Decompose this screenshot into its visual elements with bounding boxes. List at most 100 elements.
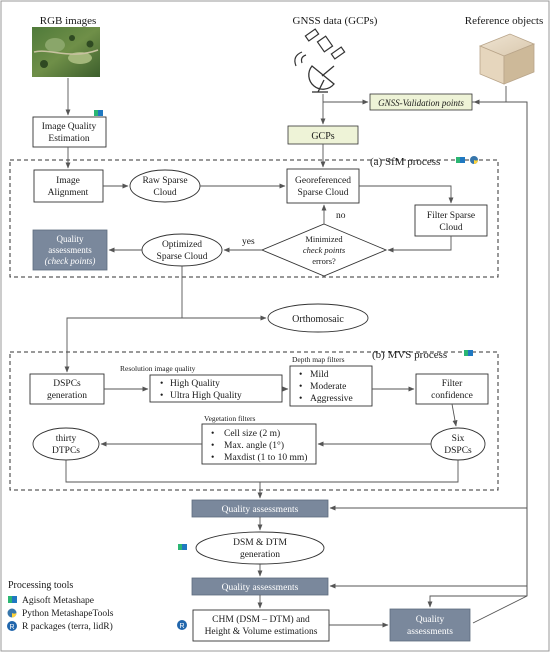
depth-filters-node: • Mild • Moderate • Aggressive [289, 365, 373, 407]
image-alignment-line1: Image [56, 176, 80, 186]
dspcs-gen-line2: generation [47, 391, 87, 401]
quality1-label: Quality assessments [222, 505, 299, 515]
agisoft-icon-mvs [464, 350, 473, 356]
quality3-line2: assessments [407, 627, 453, 637]
resolution-item-2: Ultra High Quality [170, 391, 242, 401]
depth-title: Depth map filters [292, 355, 345, 364]
filter-sparse-node: Filter Sparse Cloud [414, 204, 488, 237]
six-dspcs-node: Six DSPCs [430, 427, 486, 461]
minimized-line1: Minimized [305, 234, 343, 244]
dspcs-generation-node: DSPCs generation [29, 373, 105, 405]
vegetation-title: Vegetation filters [204, 414, 256, 423]
dsm-dtm-line1: DSM & DTM [233, 538, 287, 548]
svg-text:R: R [9, 624, 14, 631]
optimized-sparse-node: Optimized Sparse Cloud [141, 233, 223, 267]
quality-check-node: Quality assessments (check points) [32, 229, 108, 271]
gnss-validation-label: GNSS-Validation points [378, 98, 464, 108]
raw-sparse-node: Raw Sparse Cloud [129, 169, 201, 203]
antenna-dish-icon [308, 65, 335, 93]
depth-bullet-1: • [299, 370, 302, 380]
resolution-bullet-1: • [160, 379, 163, 389]
image-quality-line1: Image Quality [42, 122, 97, 132]
thirty-line2: DTPCs [52, 446, 80, 456]
rgb-images-picture [32, 27, 100, 77]
agisoft-icon-iq [94, 110, 103, 116]
gcps-node: GCPs [287, 125, 359, 145]
legend-agisoft-label: Agisoft Metashape [22, 595, 94, 606]
vegetation-filters-node: • Cell size (2 m) • Max. angle (1°) • Ma… [201, 423, 317, 465]
georef-sparse-line1: Georeferenced [295, 175, 351, 186]
agisoft-icon-dsm [178, 544, 187, 550]
georef-sparse-node: Georeferenced Sparse Cloud [286, 168, 360, 204]
reference-box-picture [478, 33, 536, 85]
reference-objects-label: Reference objects [465, 15, 543, 27]
quality-check-line2: assessments [48, 245, 92, 255]
resolution-node: • High Quality • Ultra High Quality [149, 374, 283, 403]
agisoft-icon-sfm [456, 157, 465, 163]
filter-sparse-line2: Cloud [439, 223, 462, 233]
r-icon: R [7, 621, 17, 631]
veg-item-1: Cell size (2 m) [224, 428, 280, 439]
resolution-item-1: High Quality [170, 379, 220, 389]
r-icon-chm: R [177, 620, 187, 630]
veg-bullet-1: • [211, 429, 214, 439]
sfm-section-title: (a) SfM process [370, 156, 440, 168]
thirty-dtpcs-node: thirty DTPCs [32, 427, 100, 461]
yes-label: yes [242, 237, 255, 247]
image-quality-node: Image Quality Estimation [32, 116, 107, 148]
svg-text:R: R [179, 623, 184, 630]
dspcs-gen-line1: DSPCs [53, 379, 81, 389]
filter-conf-line1: Filter [442, 379, 463, 389]
quality-assessments-3-node: Quality assessments [389, 608, 471, 642]
resolution-bullet-2: • [160, 391, 163, 401]
quality-assessments-2-node: Quality assessments [191, 577, 329, 596]
veg-item-3: Maxdist (1 to 10 mm) [224, 452, 307, 463]
quality-assessments-1-node: Quality assessments [191, 499, 329, 518]
quality2-label: Quality assessments [222, 583, 299, 593]
minimized-line2: check points [303, 245, 346, 255]
orthomosaic-label: Orthomosaic [292, 314, 344, 325]
depth-bullet-3: • [299, 394, 302, 404]
mvs-section-title: (b) MVS process [372, 349, 447, 361]
chm-line1: CHM (DSM – DTM) and [212, 614, 310, 625]
python-icon [7, 608, 17, 618]
raw-sparse-line2: Cloud [153, 188, 176, 198]
veg-bullet-3: • [211, 453, 214, 463]
dsm-dtm-line2: generation [240, 550, 280, 560]
quality3-line1: Quality [416, 615, 445, 625]
filter-sparse-line1: Filter Sparse [427, 211, 475, 221]
gnss-validation-node: GNSS-Validation points [369, 93, 473, 111]
rgb-images-label: RGB images [40, 15, 97, 27]
quality-check-line1: Quality [57, 234, 84, 244]
quality-check-line3: (check points) [45, 256, 96, 266]
optimized-sparse-line1: Optimized [162, 240, 202, 250]
minimized-line3: errors? [312, 256, 336, 266]
resolution-title: Resolution image quality [120, 364, 196, 373]
chm-node: CHM (DSM – DTM) and Height & Volume esti… [192, 609, 330, 642]
image-quality-line2: Estimation [48, 134, 89, 144]
orthomosaic-node: Orthomosaic [267, 303, 369, 333]
minimized-decision-node: Minimized check points errors? [260, 223, 388, 277]
filter-confidence-node: Filter confidence [415, 373, 489, 405]
connectors [64, 78, 528, 628]
six-line1: Six [452, 434, 465, 444]
chm-line2: Height & Volume estimations [205, 627, 318, 637]
python-icon-sfm [470, 156, 478, 164]
legend-python-label: Python MetashapeTools [22, 609, 114, 619]
image-alignment-line2: Alignment [48, 188, 89, 198]
veg-bullet-2: • [211, 441, 214, 451]
six-line2: DSPCs [444, 446, 472, 456]
dsm-dtm-node: DSM & DTM generation [195, 531, 325, 565]
georef-sparse-line2: Sparse Cloud [298, 188, 349, 198]
sfm-section-frame [9, 159, 499, 278]
legend-r-label: R packages (terra, lidR) [22, 621, 113, 632]
filter-conf-line2: confidence [431, 390, 473, 401]
satellite-icon [294, 28, 346, 67]
optimized-sparse-line2: Sparse Cloud [157, 252, 208, 262]
no-label: no [336, 211, 346, 221]
thirty-line1: thirty [56, 434, 77, 444]
depth-item-3: Aggressive [310, 394, 353, 404]
depth-bullet-2: • [299, 382, 302, 392]
